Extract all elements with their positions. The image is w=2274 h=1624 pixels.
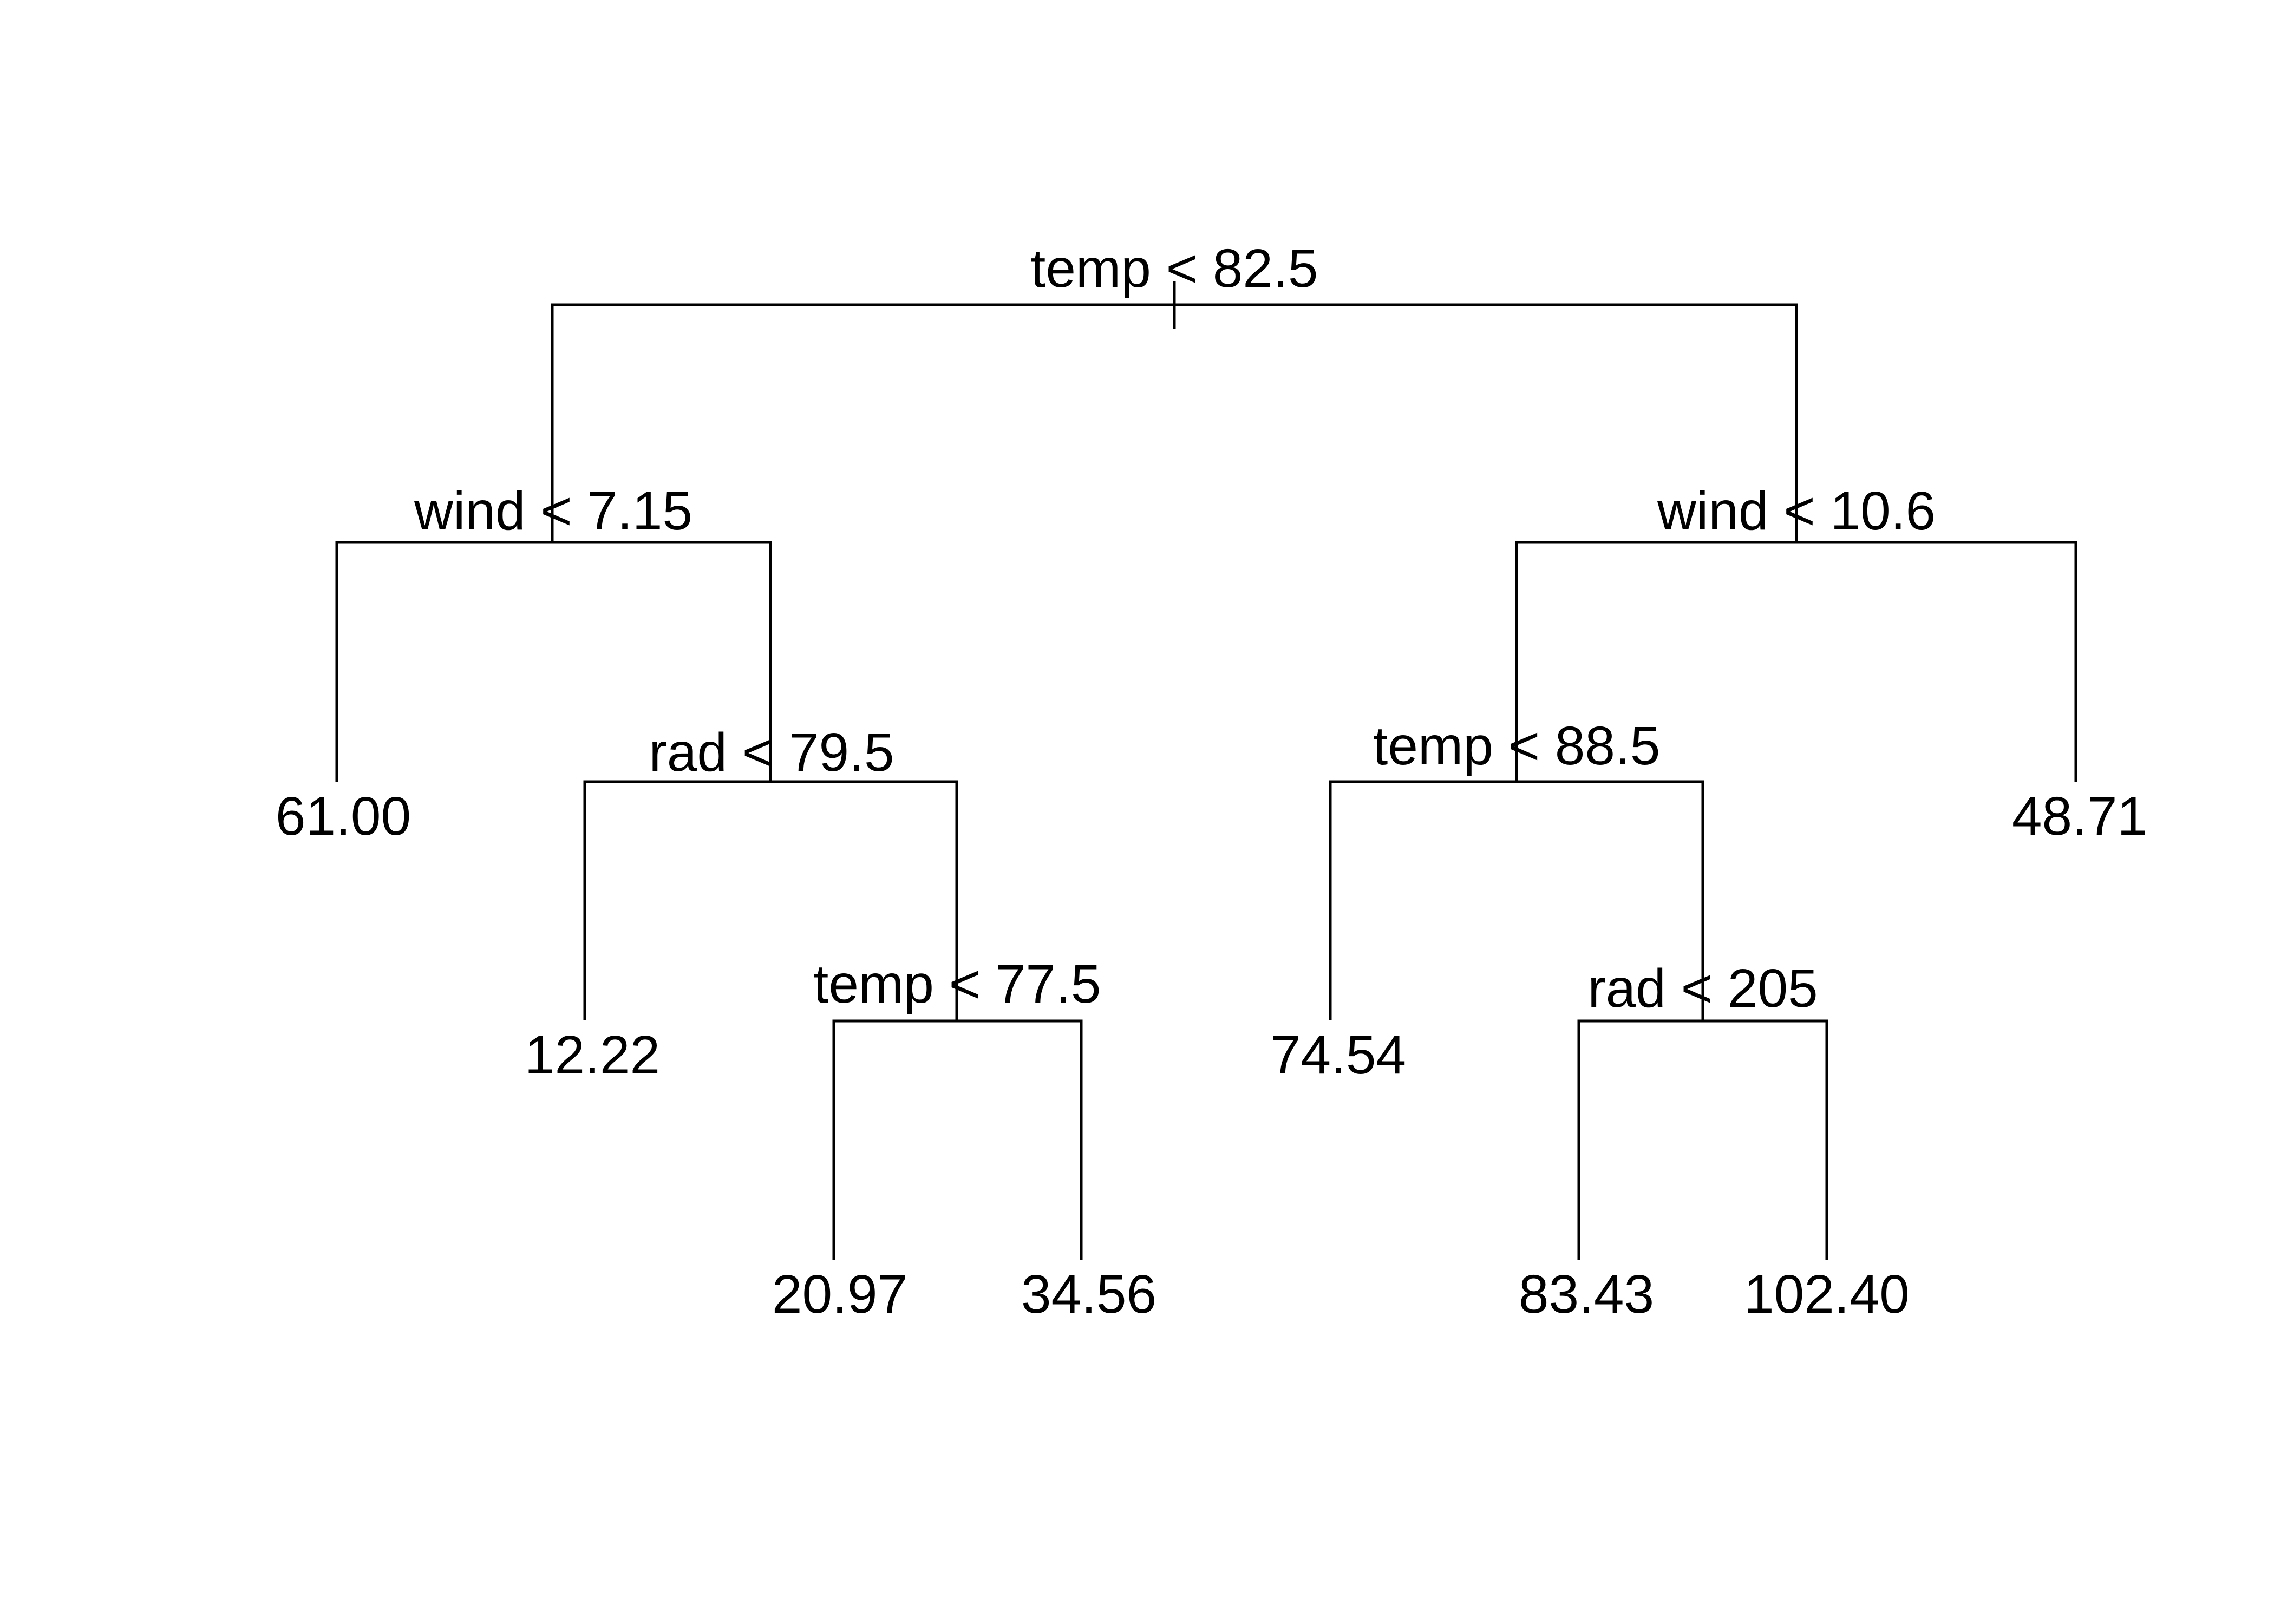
right-split-label: wind < 10.6 — [1657, 481, 1936, 541]
root-split-label: temp < 82.5 — [1031, 238, 1318, 299]
leaf-83-43: 83.43 — [1519, 1264, 1654, 1325]
leaf-12-22: 12.22 — [525, 1025, 660, 1085]
leaf-102-40: 102.40 — [1744, 1264, 1910, 1325]
leaf-61-00: 61.00 — [276, 786, 411, 847]
node-root: temp < 82.5 — [551, 238, 1798, 541]
left-split-label: wind < 7.15 — [414, 481, 692, 541]
right-left-right-branch — [1577, 1019, 1828, 1260]
left-branch — [335, 541, 772, 782]
node-left-right: rad < 79.5 12.22 — [525, 722, 958, 1085]
root-branch — [551, 303, 1798, 541]
leaf-48-71: 48.71 — [2012, 786, 2147, 847]
node-left: wind < 7.15 61.00 — [276, 481, 772, 847]
leaf-20-97: 20.97 — [772, 1264, 907, 1325]
left-right-branch — [583, 780, 958, 1020]
left-right-right-split-label: temp < 77.5 — [814, 954, 1101, 1014]
right-left-branch — [1329, 780, 1704, 1020]
leaf-74-54: 74.54 — [1271, 1025, 1406, 1085]
right-left-split-label: temp < 88.5 — [1373, 716, 1661, 776]
left-right-split-label: rad < 79.5 — [649, 722, 894, 783]
right-branch — [1515, 541, 2077, 782]
node-right-left: temp < 88.5 74.54 — [1271, 716, 1704, 1085]
node-left-right-right: temp < 77.5 20.97 34.56 — [772, 954, 1156, 1325]
leaf-34-56: 34.56 — [1021, 1264, 1156, 1325]
node-right: wind < 10.6 48.71 — [1515, 481, 2147, 847]
node-right-left-right: rad < 205 83.43 102.40 — [1519, 958, 1910, 1325]
left-right-right-branch — [832, 1019, 1083, 1260]
right-left-right-split-label: rad < 205 — [1587, 958, 1818, 1019]
